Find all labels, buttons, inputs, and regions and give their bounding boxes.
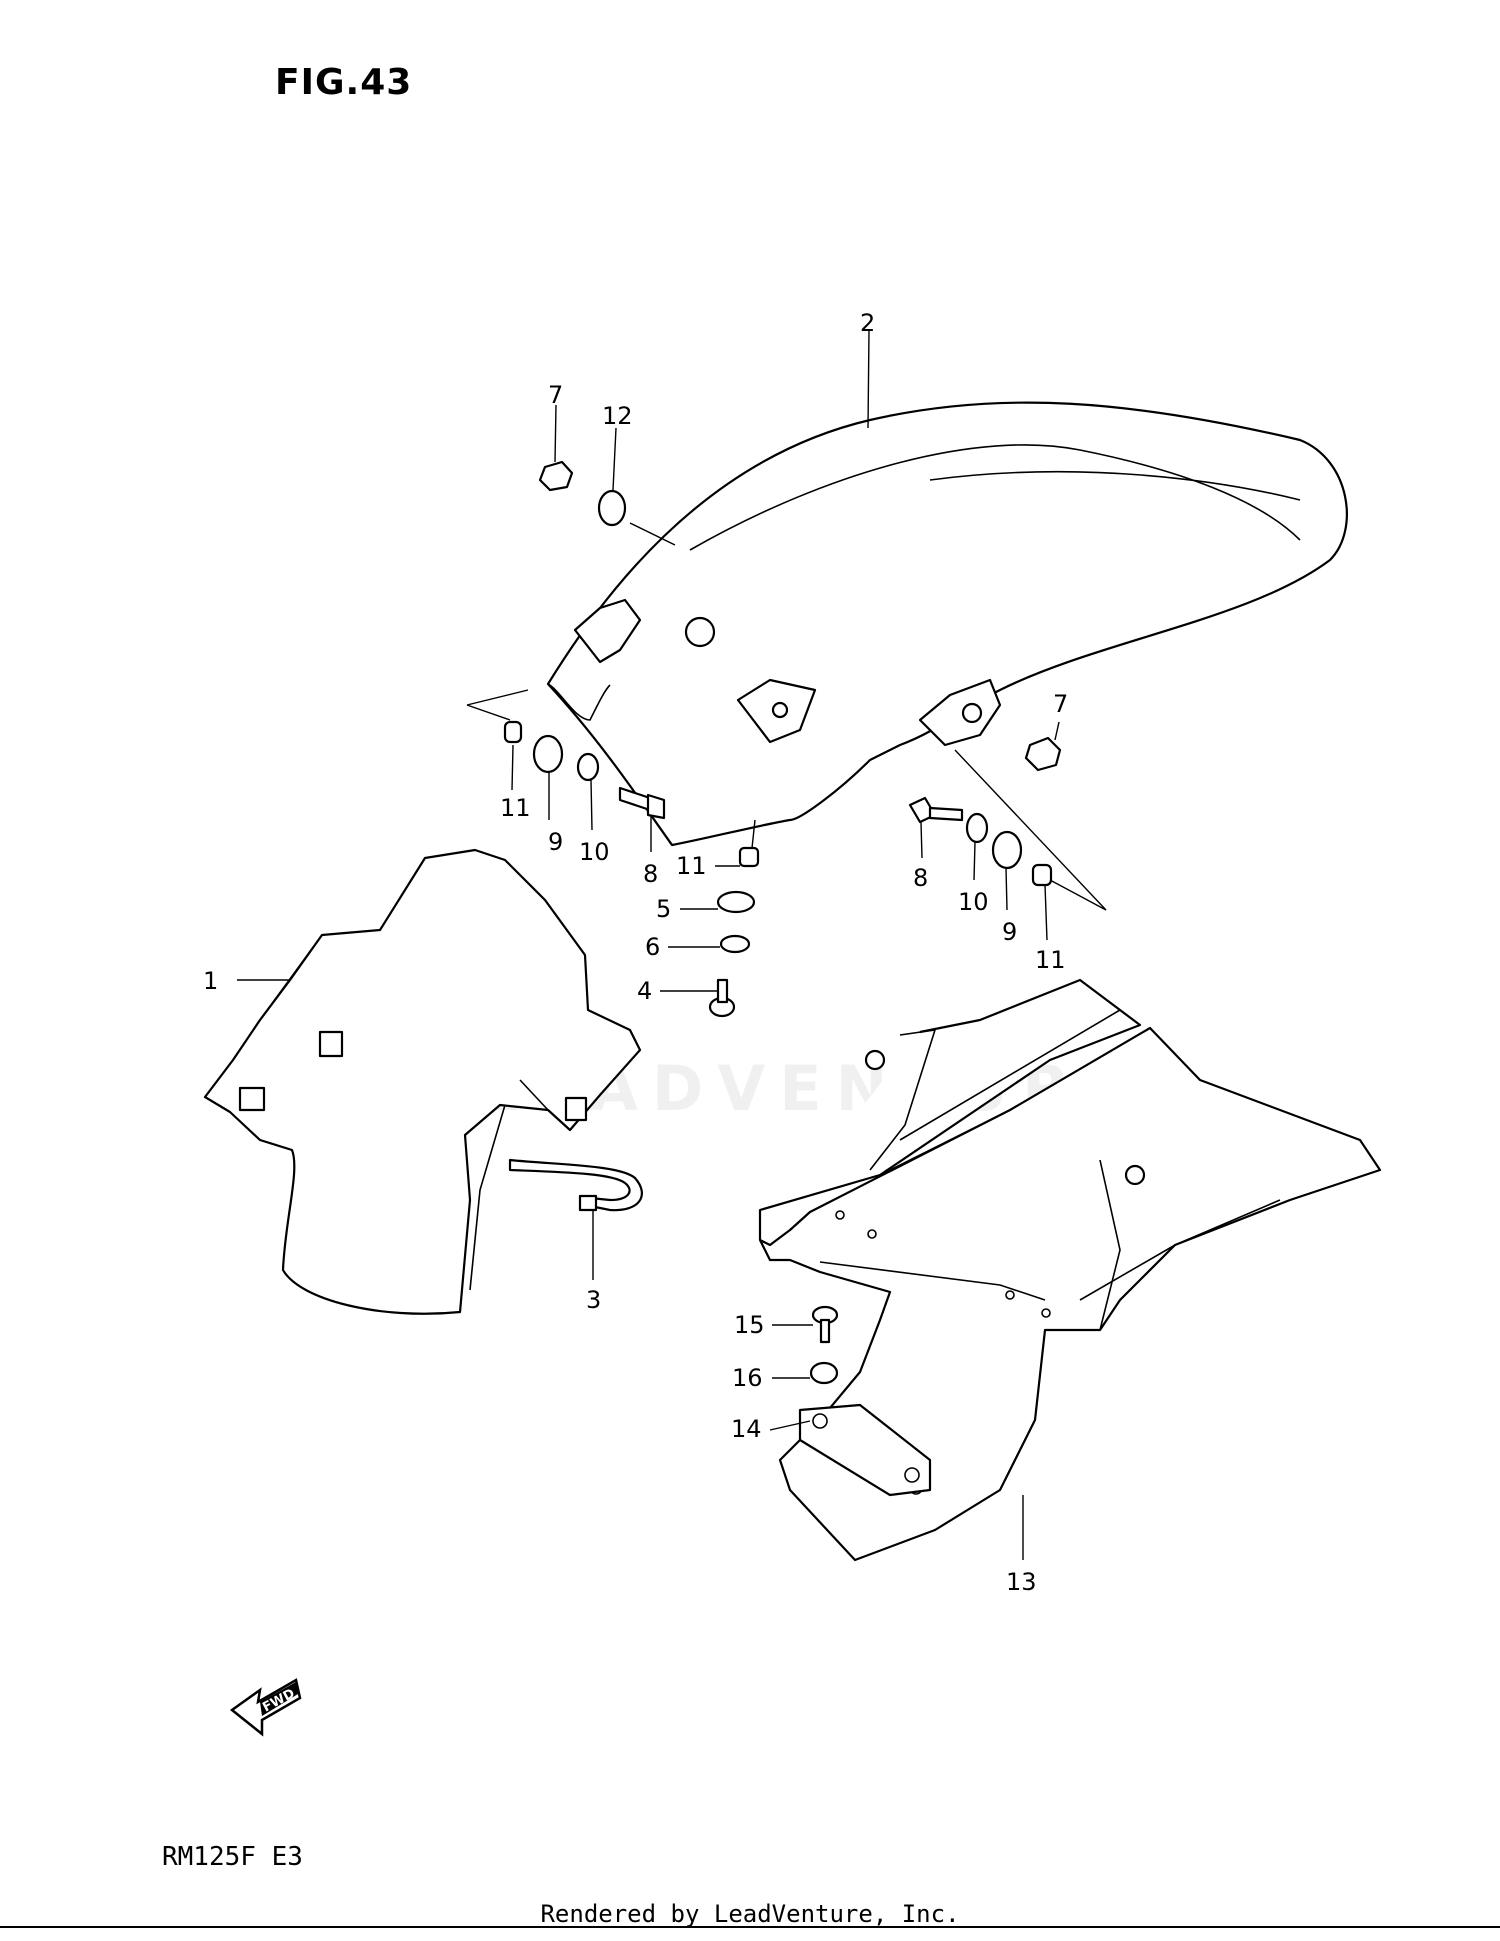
- washer-12: [597, 489, 627, 527]
- nut-7b: [1024, 736, 1062, 772]
- washer-9b: [991, 830, 1023, 870]
- callout-9-right: 9: [1002, 918, 1017, 946]
- callout-4: 4: [637, 977, 652, 1005]
- callout-5: 5: [656, 895, 671, 923]
- footer-credit: Rendered by LeadVenture, Inc.: [540, 1900, 960, 1928]
- callout-12: 12: [602, 402, 633, 430]
- callout-10-left: 10: [579, 838, 610, 866]
- callout-9-left: 9: [548, 828, 563, 856]
- callout-16: 16: [732, 1364, 763, 1392]
- callout-14: 14: [731, 1415, 762, 1443]
- figure-title: FIG.43: [275, 62, 413, 103]
- collar-11c: [1031, 863, 1053, 887]
- callout-11-right: 11: [1035, 946, 1066, 974]
- footer-rule: [0, 1926, 1500, 1928]
- callout-7-top: 7: [548, 381, 563, 409]
- washer-9a: [532, 734, 564, 774]
- front-fender-part[interactable]: [203, 848, 642, 1315]
- fwd-arrow-icon: FWD: [229, 1678, 302, 1737]
- callout-1: 1: [203, 967, 218, 995]
- callout-13: 13: [1006, 1568, 1037, 1596]
- collar-11a: [503, 720, 523, 744]
- nut-16: [809, 1361, 839, 1385]
- callout-6: 6: [645, 933, 660, 961]
- leader-lines: [237, 329, 1107, 1560]
- cable-tie-part[interactable]: [508, 1158, 643, 1212]
- callout-2: 2: [860, 309, 875, 337]
- callout-3: 3: [586, 1286, 601, 1314]
- lockwasher-10a: [576, 752, 600, 782]
- rear-fender-part[interactable]: [546, 401, 1348, 847]
- fasteners: [503, 460, 1062, 1385]
- lockwasher-10b: [965, 812, 989, 844]
- callout-8-left: 8: [643, 860, 658, 888]
- callout-7-right: 7: [1053, 690, 1068, 718]
- callout-15: 15: [734, 1311, 765, 1339]
- nut-7a: [538, 460, 574, 492]
- brace-plate-part[interactable]: [798, 1403, 932, 1497]
- collar-11b: [738, 846, 760, 868]
- callout-11-left: 11: [500, 794, 531, 822]
- fender-brace-part[interactable]: [758, 978, 1382, 1562]
- callout-8-right: 8: [913, 864, 928, 892]
- washer-6: [719, 934, 751, 954]
- model-code: RM125F E3: [162, 1842, 303, 1872]
- washer-5: [716, 890, 756, 914]
- callout-11-center: 11: [676, 852, 707, 880]
- callout-10-right: 10: [958, 888, 989, 916]
- callout-labels: 2 7 12 7 11 9 10 8 11 5 6 4 1 3 8 10 9 1…: [203, 309, 1068, 1596]
